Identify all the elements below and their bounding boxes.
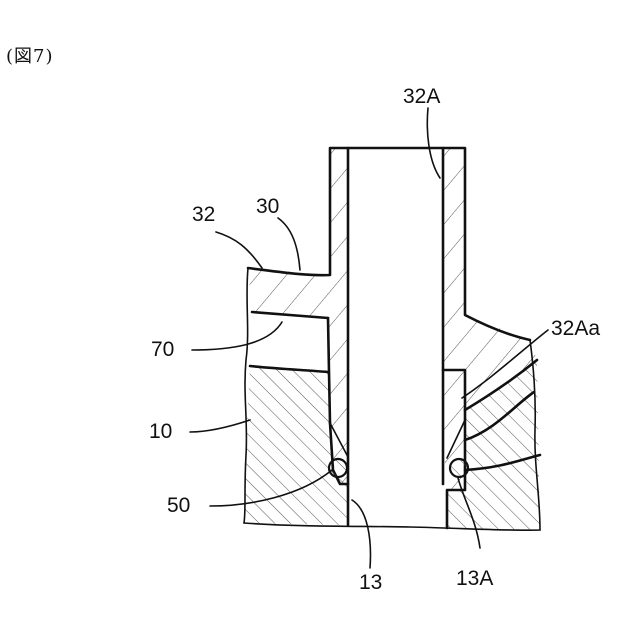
label-50: 50	[167, 495, 190, 516]
leader-32A	[427, 108, 440, 178]
tube-wall-32A-right	[443, 148, 465, 490]
leader-10	[190, 420, 250, 432]
label-30: 30	[256, 196, 279, 217]
leader-30	[278, 218, 300, 270]
label-13: 13	[359, 572, 382, 593]
label-32: 32	[192, 204, 215, 225]
label-10: 10	[149, 421, 172, 442]
leader-70	[192, 322, 282, 350]
o-ring-50-left	[329, 459, 347, 477]
label-70: 70	[151, 339, 174, 360]
label-32A: 32A	[403, 86, 440, 107]
label-13A: 13A	[456, 568, 493, 589]
label-32Aa: 32Aa	[551, 318, 600, 339]
leader-32	[216, 232, 262, 268]
leader-13	[352, 500, 370, 568]
o-ring-50-right	[450, 459, 468, 477]
